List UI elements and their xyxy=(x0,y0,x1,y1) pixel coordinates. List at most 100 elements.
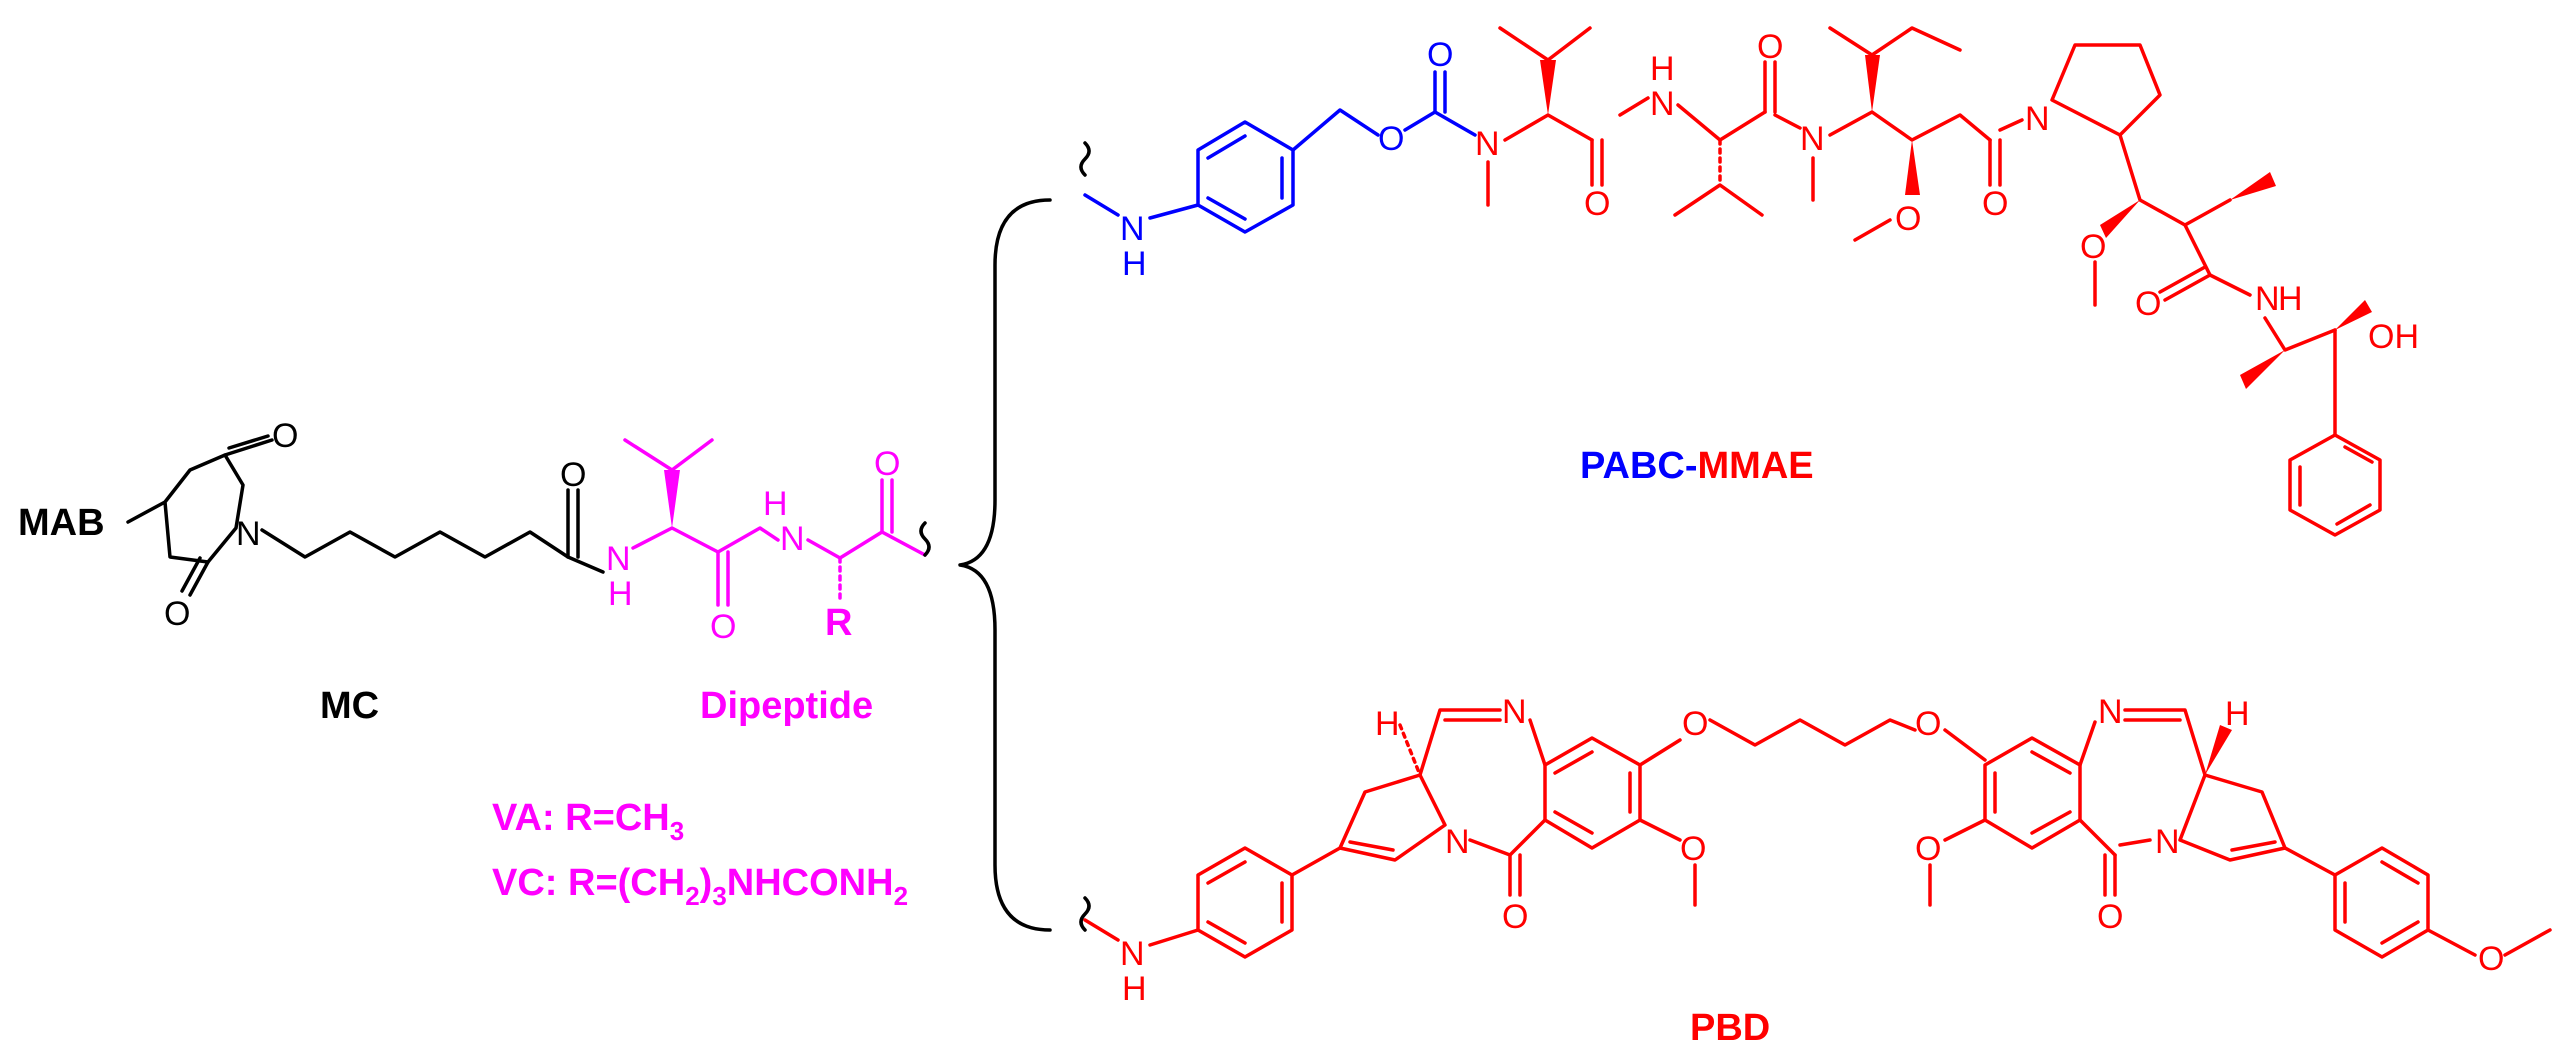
mmae-backbone xyxy=(2118,133,2232,227)
imine-linker xyxy=(1418,708,1502,777)
hydrogen-atom: H xyxy=(2225,695,2250,733)
aromatic-double xyxy=(2343,445,2374,464)
aromatic-double xyxy=(1206,860,1247,885)
isopropyl-group xyxy=(1498,26,1592,62)
hydrogen-atom: H xyxy=(1650,50,1675,88)
hydrogen-atom: H xyxy=(1375,705,1400,743)
nh-bond xyxy=(1083,193,1120,217)
lactam-bond xyxy=(2118,838,2152,847)
aromatic-double xyxy=(1206,134,1247,160)
imine-bond xyxy=(1528,718,1547,767)
wedge-bond xyxy=(2335,300,2372,330)
carbonyl-bond xyxy=(223,438,274,457)
oxygen-atom: O xyxy=(710,608,736,646)
methoxy-bond xyxy=(1853,218,1892,242)
aromatic-double xyxy=(2030,810,2072,835)
methoxy-bond xyxy=(1943,818,1987,842)
carbonyl-double xyxy=(180,556,202,593)
oxygen-atom: O xyxy=(1895,200,1921,238)
lactam-bond xyxy=(1468,818,1547,857)
nitrogen-atom: N xyxy=(606,540,631,578)
dipeptide-backbone xyxy=(631,526,780,554)
oxygen-atom: O xyxy=(1502,898,1528,936)
attachment-squiggle xyxy=(919,521,931,557)
dipeptide-label: Dipeptide xyxy=(700,685,873,727)
methoxy-bond xyxy=(2426,928,2477,957)
phenyl-ring xyxy=(1196,846,1294,959)
alkene-double xyxy=(1348,840,1395,852)
phenyl-ring xyxy=(2288,433,2382,537)
r-group-label: R xyxy=(825,602,852,644)
hydrogen-atom: H xyxy=(1122,970,1147,1008)
pabc-spacer: N H O O xyxy=(1079,36,1477,283)
aryl-bond xyxy=(2283,846,2337,877)
pbd-label: PBD xyxy=(1690,1007,1770,1049)
amide-bond xyxy=(1773,113,1802,130)
pabc-mmae-label: PABC-MMAE xyxy=(1580,445,1814,487)
nitrogen-atom: N xyxy=(1120,935,1145,973)
pyrroline-ring xyxy=(1338,773,1447,862)
propyl-linker xyxy=(1708,718,1917,747)
amide-carbonyl xyxy=(2163,273,2212,302)
nitrogen-atom: N xyxy=(1650,85,1675,123)
nitrogen-atom: N xyxy=(1475,125,1500,163)
hashed-bond xyxy=(1398,723,1422,777)
nitrogen-atom: N xyxy=(2155,823,2180,861)
attachment-squiggle xyxy=(1079,141,1091,177)
wedge-bond xyxy=(2205,725,2232,775)
carbamate-bond xyxy=(1403,110,1477,137)
hydrogen-atom: H xyxy=(2278,280,2303,318)
nitrogen-atom: N xyxy=(1800,120,1825,158)
isopropyl-group xyxy=(623,438,714,472)
pbd-payload: N H H N N O O O O O xyxy=(1079,693,2552,1008)
oxygen-atom: O xyxy=(1915,705,1941,743)
aromatic-double xyxy=(1553,810,1594,835)
mc-linker: MAB O O N O xyxy=(18,417,605,633)
oxygen-atom: O xyxy=(1427,36,1453,74)
nitrogen-atom: N xyxy=(2098,693,2123,731)
oxygen-atom: O xyxy=(2097,898,2123,936)
attachment-squiggle xyxy=(1079,896,1091,932)
mmae-backbone xyxy=(1503,113,1594,142)
aromatic-double xyxy=(2335,503,2372,526)
mmae-backbone xyxy=(1828,110,1992,142)
imine-bond xyxy=(2078,720,2097,767)
sec-butyl-group xyxy=(1828,26,1962,57)
oxygen-atom: O xyxy=(1680,830,1706,868)
carbonyl-bond xyxy=(188,560,210,597)
oxygen-atom: O xyxy=(1757,28,1783,66)
methoxy-bond xyxy=(1638,818,1682,842)
lactam-bond xyxy=(2078,818,2117,857)
aromatic-double xyxy=(1553,750,1594,775)
dipeptide-backbone xyxy=(806,530,927,560)
nitrogen-atom: N xyxy=(236,515,261,553)
methoxy-bond xyxy=(2503,928,2552,957)
isopropyl-group xyxy=(1673,183,1764,217)
nitrogen-atom: N xyxy=(1120,210,1145,248)
mmae-payload: N O H N O N O O N O xyxy=(1475,26,2419,537)
curly-brace xyxy=(958,198,1052,932)
imine-linker xyxy=(2123,708,2207,777)
succinimide-ring xyxy=(126,453,245,564)
amide-bond xyxy=(1998,118,2024,132)
oxygen-atom: O xyxy=(874,445,900,483)
oxygen-atom: O xyxy=(1915,830,1941,868)
amide-carbonyl-double xyxy=(2158,265,2207,294)
ether-bond xyxy=(1638,738,1682,767)
hexanoyl-chain xyxy=(260,528,605,574)
wedge-bond xyxy=(2100,200,2140,238)
amide-bond xyxy=(2208,273,2252,297)
aryl-bond xyxy=(1148,928,1200,947)
norephedrine-backbone xyxy=(2263,316,2337,352)
nitrogen-atom: N xyxy=(1445,823,1470,861)
carbonyl-double xyxy=(227,434,270,450)
vc-definition: VC: R=(CH2)3NHCONH2 xyxy=(492,862,908,911)
nitrogen-atom: N xyxy=(2255,280,2280,318)
nitrogen-atom: N xyxy=(780,520,805,558)
mc-label: MC xyxy=(320,685,379,727)
pyrrolidine-ring xyxy=(2050,43,2162,137)
benzylic-bond xyxy=(1291,108,1380,152)
wedge-bond xyxy=(1540,60,1556,115)
wedge-bond xyxy=(2240,350,2285,389)
